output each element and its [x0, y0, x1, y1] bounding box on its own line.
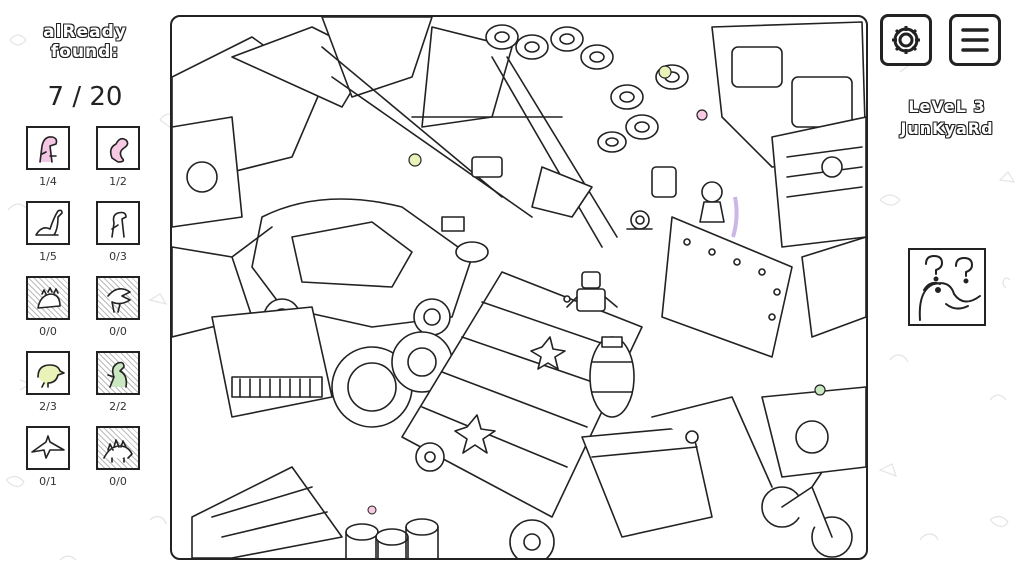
dino-sitting-icon	[39, 136, 58, 163]
dino-duck-icon	[37, 364, 65, 388]
hidden-dino-pink	[696, 109, 708, 121]
hidden-dino-yellow-2	[658, 65, 672, 79]
question-dino-icon	[918, 255, 981, 321]
snail	[626, 210, 653, 230]
piano	[211, 306, 333, 418]
tire-pile	[485, 24, 689, 153]
level-number: LeVeL 3	[908, 97, 986, 116]
item-card-count: 0/3	[109, 250, 127, 263]
junkyard-illustration[interactable]	[172, 17, 866, 558]
dino-open-mouth-icon	[107, 288, 131, 313]
wrecked-car	[231, 198, 473, 336]
menu-button[interactable]	[949, 14, 1001, 66]
item-card-count: 2/3	[39, 400, 57, 413]
item-card-count: 1/4	[39, 175, 57, 188]
item-card[interactable]	[26, 351, 70, 395]
capsule-lantern	[589, 336, 635, 418]
level-title: LeVeL 3 JunKyaRd	[872, 96, 1022, 140]
hidden-object-scene[interactable]	[170, 15, 868, 560]
hidden-dino-green	[814, 384, 826, 396]
pterodactyl-icon	[31, 435, 65, 459]
already-found-line2: found:	[50, 42, 120, 62]
item-card[interactable]	[96, 201, 140, 245]
already-found-title: alReady found:	[20, 22, 150, 62]
settings-button[interactable]	[880, 14, 932, 66]
dino-green-icon	[107, 361, 128, 388]
item-card-count: 0/0	[39, 325, 57, 338]
found-count: 7 / 20	[47, 82, 123, 112]
item-card[interactable]	[96, 126, 140, 170]
item-card[interactable]	[96, 276, 140, 320]
item-card-count: 0/1	[39, 475, 57, 488]
hamburger-menu-icon	[961, 28, 989, 52]
dino-spiky-icon	[37, 287, 61, 309]
dino-standing-icon	[111, 211, 127, 238]
hint-button[interactable]	[908, 248, 986, 326]
item-card-count: 0/0	[109, 475, 127, 488]
item-card[interactable]	[26, 426, 70, 470]
already-found-line1: alReady	[43, 22, 127, 42]
bicycle	[761, 471, 853, 558]
wooden-board	[401, 271, 643, 518]
small-robot	[566, 271, 618, 312]
hidden-dino-yellow	[408, 153, 422, 167]
item-card[interactable]	[96, 426, 140, 470]
item-card[interactable]	[26, 201, 70, 245]
item-card-count: 1/2	[109, 175, 127, 188]
hidden-dino-purple	[731, 196, 739, 238]
item-card[interactable]	[26, 126, 70, 170]
dino-stego-icon	[103, 439, 133, 463]
item-card-count: 2/2	[109, 400, 127, 413]
dino-longneck-icon	[35, 209, 63, 236]
hidden-dino-pink-2	[367, 505, 377, 515]
item-card[interactable]	[96, 351, 140, 395]
level-name: JunKyaRd	[900, 119, 994, 138]
dino-curled-icon	[109, 137, 129, 163]
gear-icon	[892, 26, 920, 54]
item-card-count: 1/5	[39, 250, 57, 263]
item-card-count: 0/0	[109, 325, 127, 338]
item-card[interactable]	[26, 276, 70, 320]
